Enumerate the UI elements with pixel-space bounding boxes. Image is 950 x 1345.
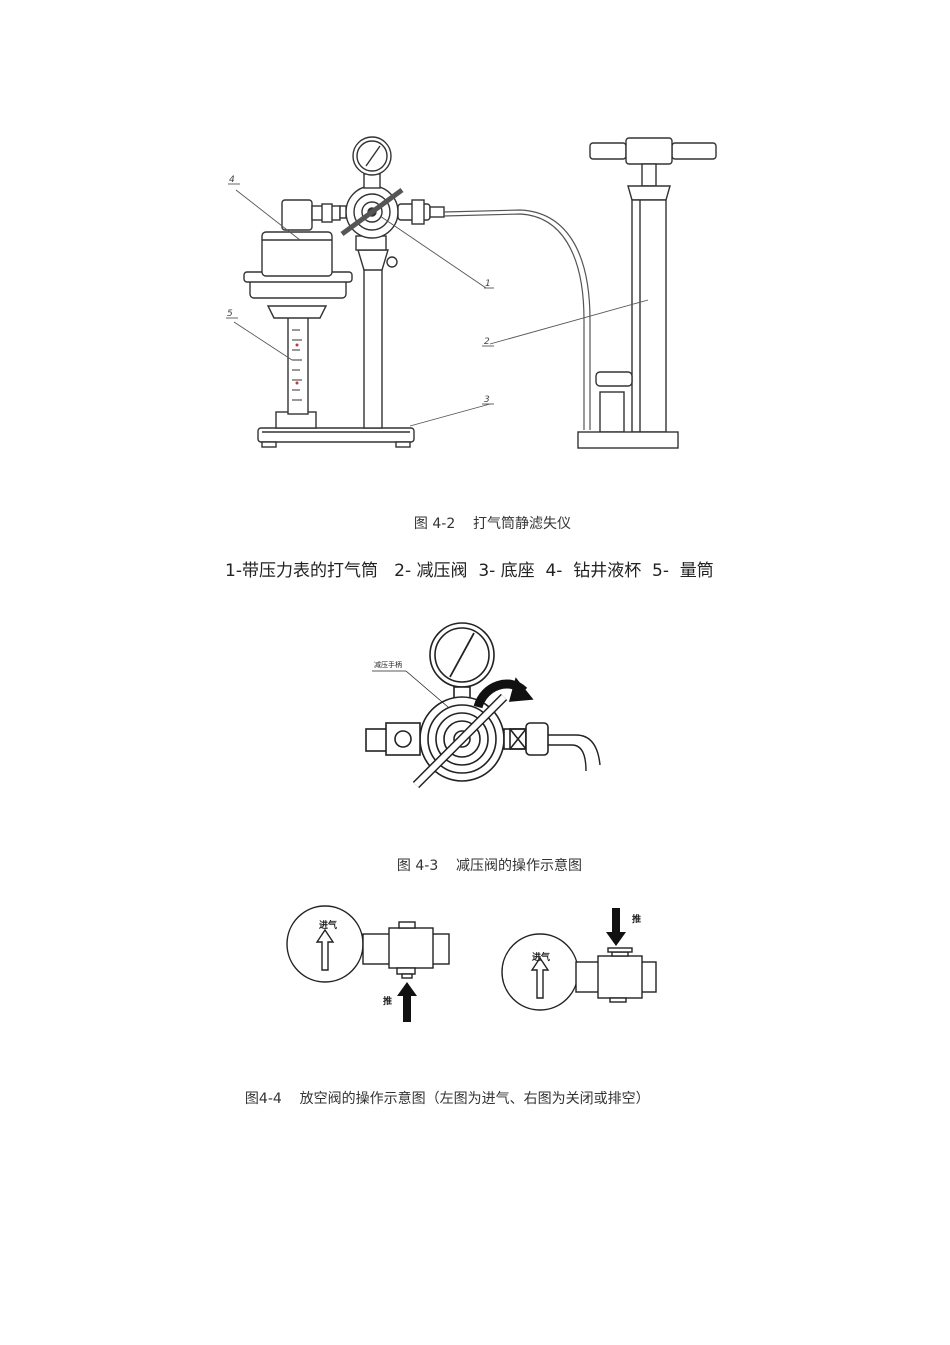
figure-4-2-drawing: 4 5 1 2 3 <box>226 136 717 449</box>
caption-label: 图 4-3 <box>396 858 439 874</box>
figure-4-4-left-valve-open: 进气 推 <box>286 905 450 1022</box>
circle-label: 进气 <box>532 951 550 963</box>
callout-3: 3 <box>484 395 490 405</box>
callout-leaders <box>226 183 649 427</box>
figure-4-2-caption: 图 4-2 打气筒静滤失仪 <box>405 497 571 533</box>
caption-text: 减压阀的操作示意图 <box>456 858 583 874</box>
push-down-arrow-icon <box>606 908 626 946</box>
air-in-arrow-icon <box>530 956 550 999</box>
caption-label: 图 4-2 <box>413 516 456 532</box>
air-in-arrow-icon <box>315 928 335 971</box>
base-plate <box>257 427 415 448</box>
hose <box>443 209 591 430</box>
callout-1: 1 <box>485 279 491 289</box>
callout-2: 2 <box>484 337 490 347</box>
circle-label: 进气 <box>319 919 337 931</box>
caption-text: 放空阀的操作示意图（左图为进气、右图为关闭或排空） <box>299 1091 650 1107</box>
handle-callout-label: 减压手柄 <box>374 660 402 669</box>
figure-4-4-caption: 图4-4 放空阀的操作示意图（左图为进气、右图为关闭或排空） <box>236 1072 650 1108</box>
figure-4-2-legend: 1-带压力表的打气筒 2- 减压阀 3- 底座 4- 钻井液杯 5- 量筒 <box>225 561 714 581</box>
push-label: 推 <box>383 995 392 1007</box>
callout-5: 5 <box>227 309 233 319</box>
callout-4: 4 <box>229 175 235 185</box>
figure-4-4-right-valve-closed: 进气 推 <box>501 908 657 1011</box>
figure-4-3-drawing: 减压手柄 <box>365 622 601 789</box>
push-up-arrow-icon <box>397 982 417 1022</box>
figure-4-3-caption: 图 4-3 减压阀的操作示意图 <box>388 839 582 875</box>
push-label: 推 <box>632 913 641 925</box>
air-pump <box>577 137 717 449</box>
stand-post <box>355 235 398 429</box>
graduated-cylinder <box>266 305 328 429</box>
caption-text: 打气筒静滤失仪 <box>473 516 572 532</box>
pressure-regulator <box>339 136 445 239</box>
mud-cup <box>243 199 353 299</box>
caption-label: 图4-4 <box>244 1091 282 1107</box>
